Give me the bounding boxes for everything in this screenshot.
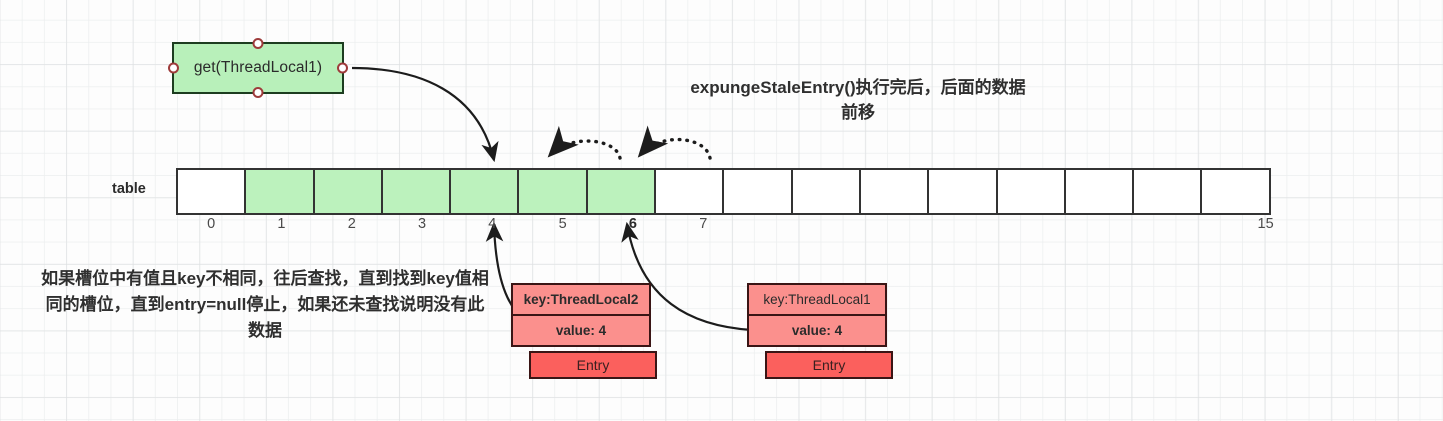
table-index-0: 0 (207, 216, 216, 232)
table-slot-14[interactable] (1132, 168, 1203, 215)
table-index-3: 3 (418, 216, 427, 232)
table-slot-3[interactable] (380, 168, 452, 215)
table-slot-0[interactable] (176, 168, 247, 215)
table-index-1: 1 (277, 216, 286, 232)
shift-arrow-6-to-5 (547, 125, 622, 160)
table-index-6: 6 (628, 216, 637, 232)
port-left-handle[interactable] (168, 62, 179, 74)
table-slot-5[interactable] (517, 168, 588, 215)
shift-arrow-7-to-6 (637, 125, 712, 160)
get-to-slot4-arrow (351, 66, 499, 163)
entry-threadlocal1[interactable]: key:ThreadLocal1 value: 4 Entry (747, 283, 893, 379)
entry-threadlocal2[interactable]: key:ThreadLocal2 value: 4 Entry (511, 283, 657, 379)
table-index-8 (738, 216, 808, 238)
table-index-12 (1020, 216, 1090, 238)
port-bottom-handle[interactable] (252, 87, 264, 98)
entry-threadlocal1-foot: Entry (765, 351, 893, 379)
entry-threadlocal2-key: key:ThreadLocal2 (511, 283, 651, 316)
table-slot-7[interactable] (654, 168, 725, 215)
table-index-2: 2 (347, 216, 356, 232)
table-slot-10[interactable] (858, 168, 930, 215)
table-index-13 (1090, 216, 1160, 238)
table-slot-13[interactable] (1063, 168, 1135, 215)
get-threadlocal-node[interactable]: get(ThreadLocal1) (168, 38, 348, 98)
entry-threadlocal2-value: value: 4 (511, 314, 651, 347)
table-index-9 (809, 216, 879, 238)
port-top-handle[interactable] (252, 38, 264, 49)
table-slot-8[interactable] (722, 168, 793, 215)
table-index-5: 5 (558, 216, 567, 232)
lookup-rule-note: 如果槽位中有值且key不相同，往后查找，直到找到key值相同的槽位，直到entr… (41, 269, 489, 340)
table-label: table (112, 181, 146, 197)
table-slot-1[interactable] (244, 168, 315, 215)
table-index-15: 15 (1257, 216, 1274, 232)
table-index-4: 4 (488, 216, 497, 232)
entry-threadlocal1-value: value: 4 (747, 314, 887, 347)
table-slot-15[interactable] (1200, 168, 1271, 215)
entry-threadlocal1-key: key:ThreadLocal1 (747, 283, 887, 316)
table-slot-2[interactable] (312, 168, 383, 215)
get-node-label: get(ThreadLocal1) (193, 59, 323, 76)
table-slot-4[interactable] (449, 168, 520, 215)
table-index-row: 0 1 2 3 4 5 6 7 15 (176, 216, 1301, 238)
table-index-14 (1160, 216, 1230, 238)
table-index-10 (879, 216, 949, 238)
table-slot-row (176, 168, 1271, 215)
entry-threadlocal2-foot: Entry (529, 351, 657, 379)
port-right-handle[interactable] (337, 62, 348, 74)
table-slot-11[interactable] (927, 168, 998, 215)
table-slot-12[interactable] (995, 168, 1066, 215)
table-index-11 (949, 216, 1019, 238)
table-slot-9[interactable] (790, 168, 861, 215)
table-slot-6[interactable] (585, 168, 657, 215)
title-note: expungeStaleEntry()执行完后，后面的数据前移 (690, 78, 1026, 122)
table-index-7: 7 (699, 216, 708, 232)
